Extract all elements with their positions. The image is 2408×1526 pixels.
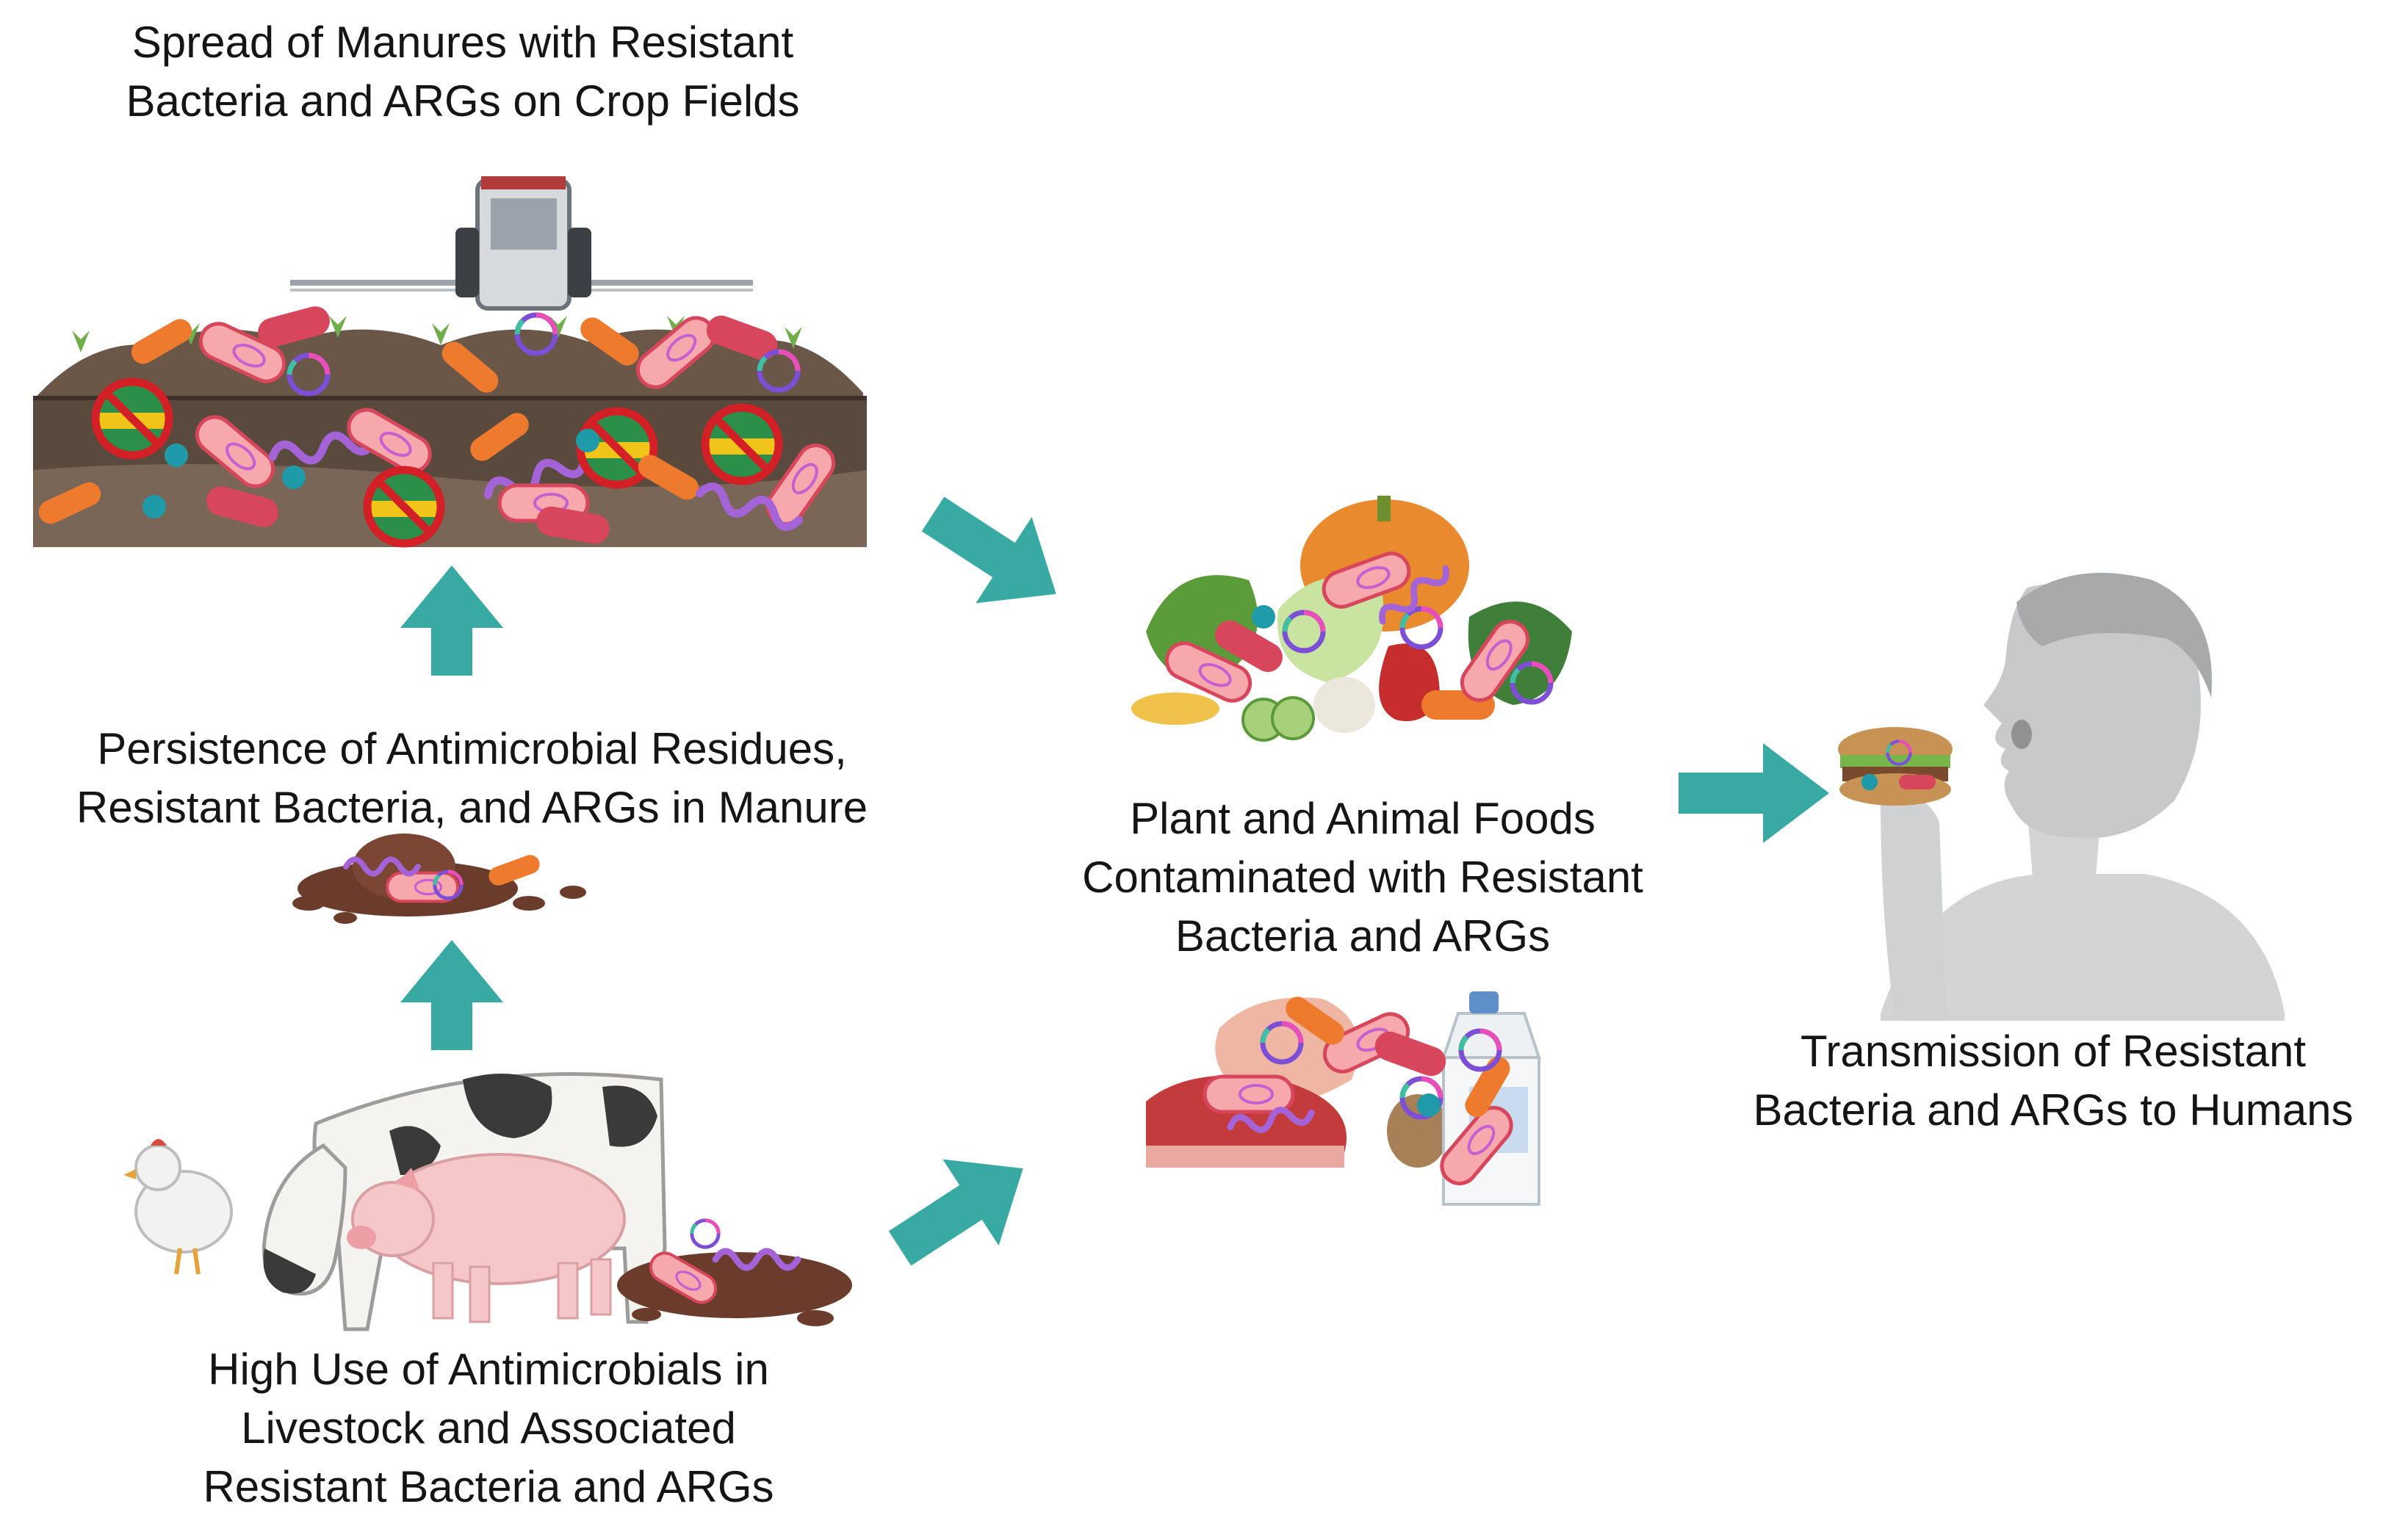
label-livestock: High Use of Antimicrobials in Livestock … (88, 1340, 889, 1516)
arrow-foods-to-humans (1679, 743, 1829, 843)
label-foods-line-2: Contaminated with Resistant (1082, 853, 1643, 902)
person-eating-illustration (1838, 573, 2285, 1021)
label-livestock-line-1: High Use of Antimicrobials in (208, 1345, 769, 1394)
tractor-sprayer-icon (290, 176, 753, 311)
label-crop-fields-line-2: Bacteria and ARGs on Crop Fields (126, 76, 800, 126)
arrow-field-to-foods (921, 496, 1056, 604)
animal-foods-illustration (1146, 991, 1541, 1206)
label-humans-line-1: Transmission of Resistant (1800, 1027, 2306, 1076)
arrow-livestock-to-manure (400, 940, 503, 1050)
label-humans-line-2: Bacteria and ARGs to Humans (1753, 1085, 2354, 1135)
label-foods: Plant and Animal Foods Contaminated with… (1014, 789, 1712, 966)
label-crop-fields: Spread of Manures with Resistant Bacteri… (44, 13, 882, 131)
flow-arrows (400, 496, 1829, 1266)
vegetables-illustration (1131, 496, 1572, 742)
manure-pile-icon (292, 833, 586, 924)
crop-field-illustration (33, 176, 867, 547)
label-livestock-line-2: Livestock and Associated (241, 1403, 736, 1453)
sandwich-icon (1838, 727, 1953, 806)
label-manure: Persistence of Antimicrobial Residues, R… (15, 720, 929, 837)
label-crop-fields-line-1: Spread of Manures with Resistant (131, 18, 794, 67)
label-foods-line-1: Plant and Animal Foods (1130, 794, 1596, 843)
label-livestock-line-3: Resistant Bacteria and ARGs (203, 1462, 774, 1511)
arrow-manure-to-field (400, 565, 503, 676)
label-foods-line-3: Bacteria and ARGs (1175, 911, 1551, 961)
label-manure-line-1: Persistence of Antimicrobial Residues, (97, 724, 847, 773)
chicken-icon (123, 1139, 233, 1275)
pig-icon (347, 1153, 626, 1323)
label-humans: Transmission of Resistant Bacteria and A… (1704, 1022, 2402, 1140)
arrow-livestock-to-foods (888, 1159, 1023, 1266)
livestock-illustration (123, 1072, 852, 1331)
label-manure-line-2: Resistant Bacteria, and ARGs in Manure (76, 783, 868, 832)
